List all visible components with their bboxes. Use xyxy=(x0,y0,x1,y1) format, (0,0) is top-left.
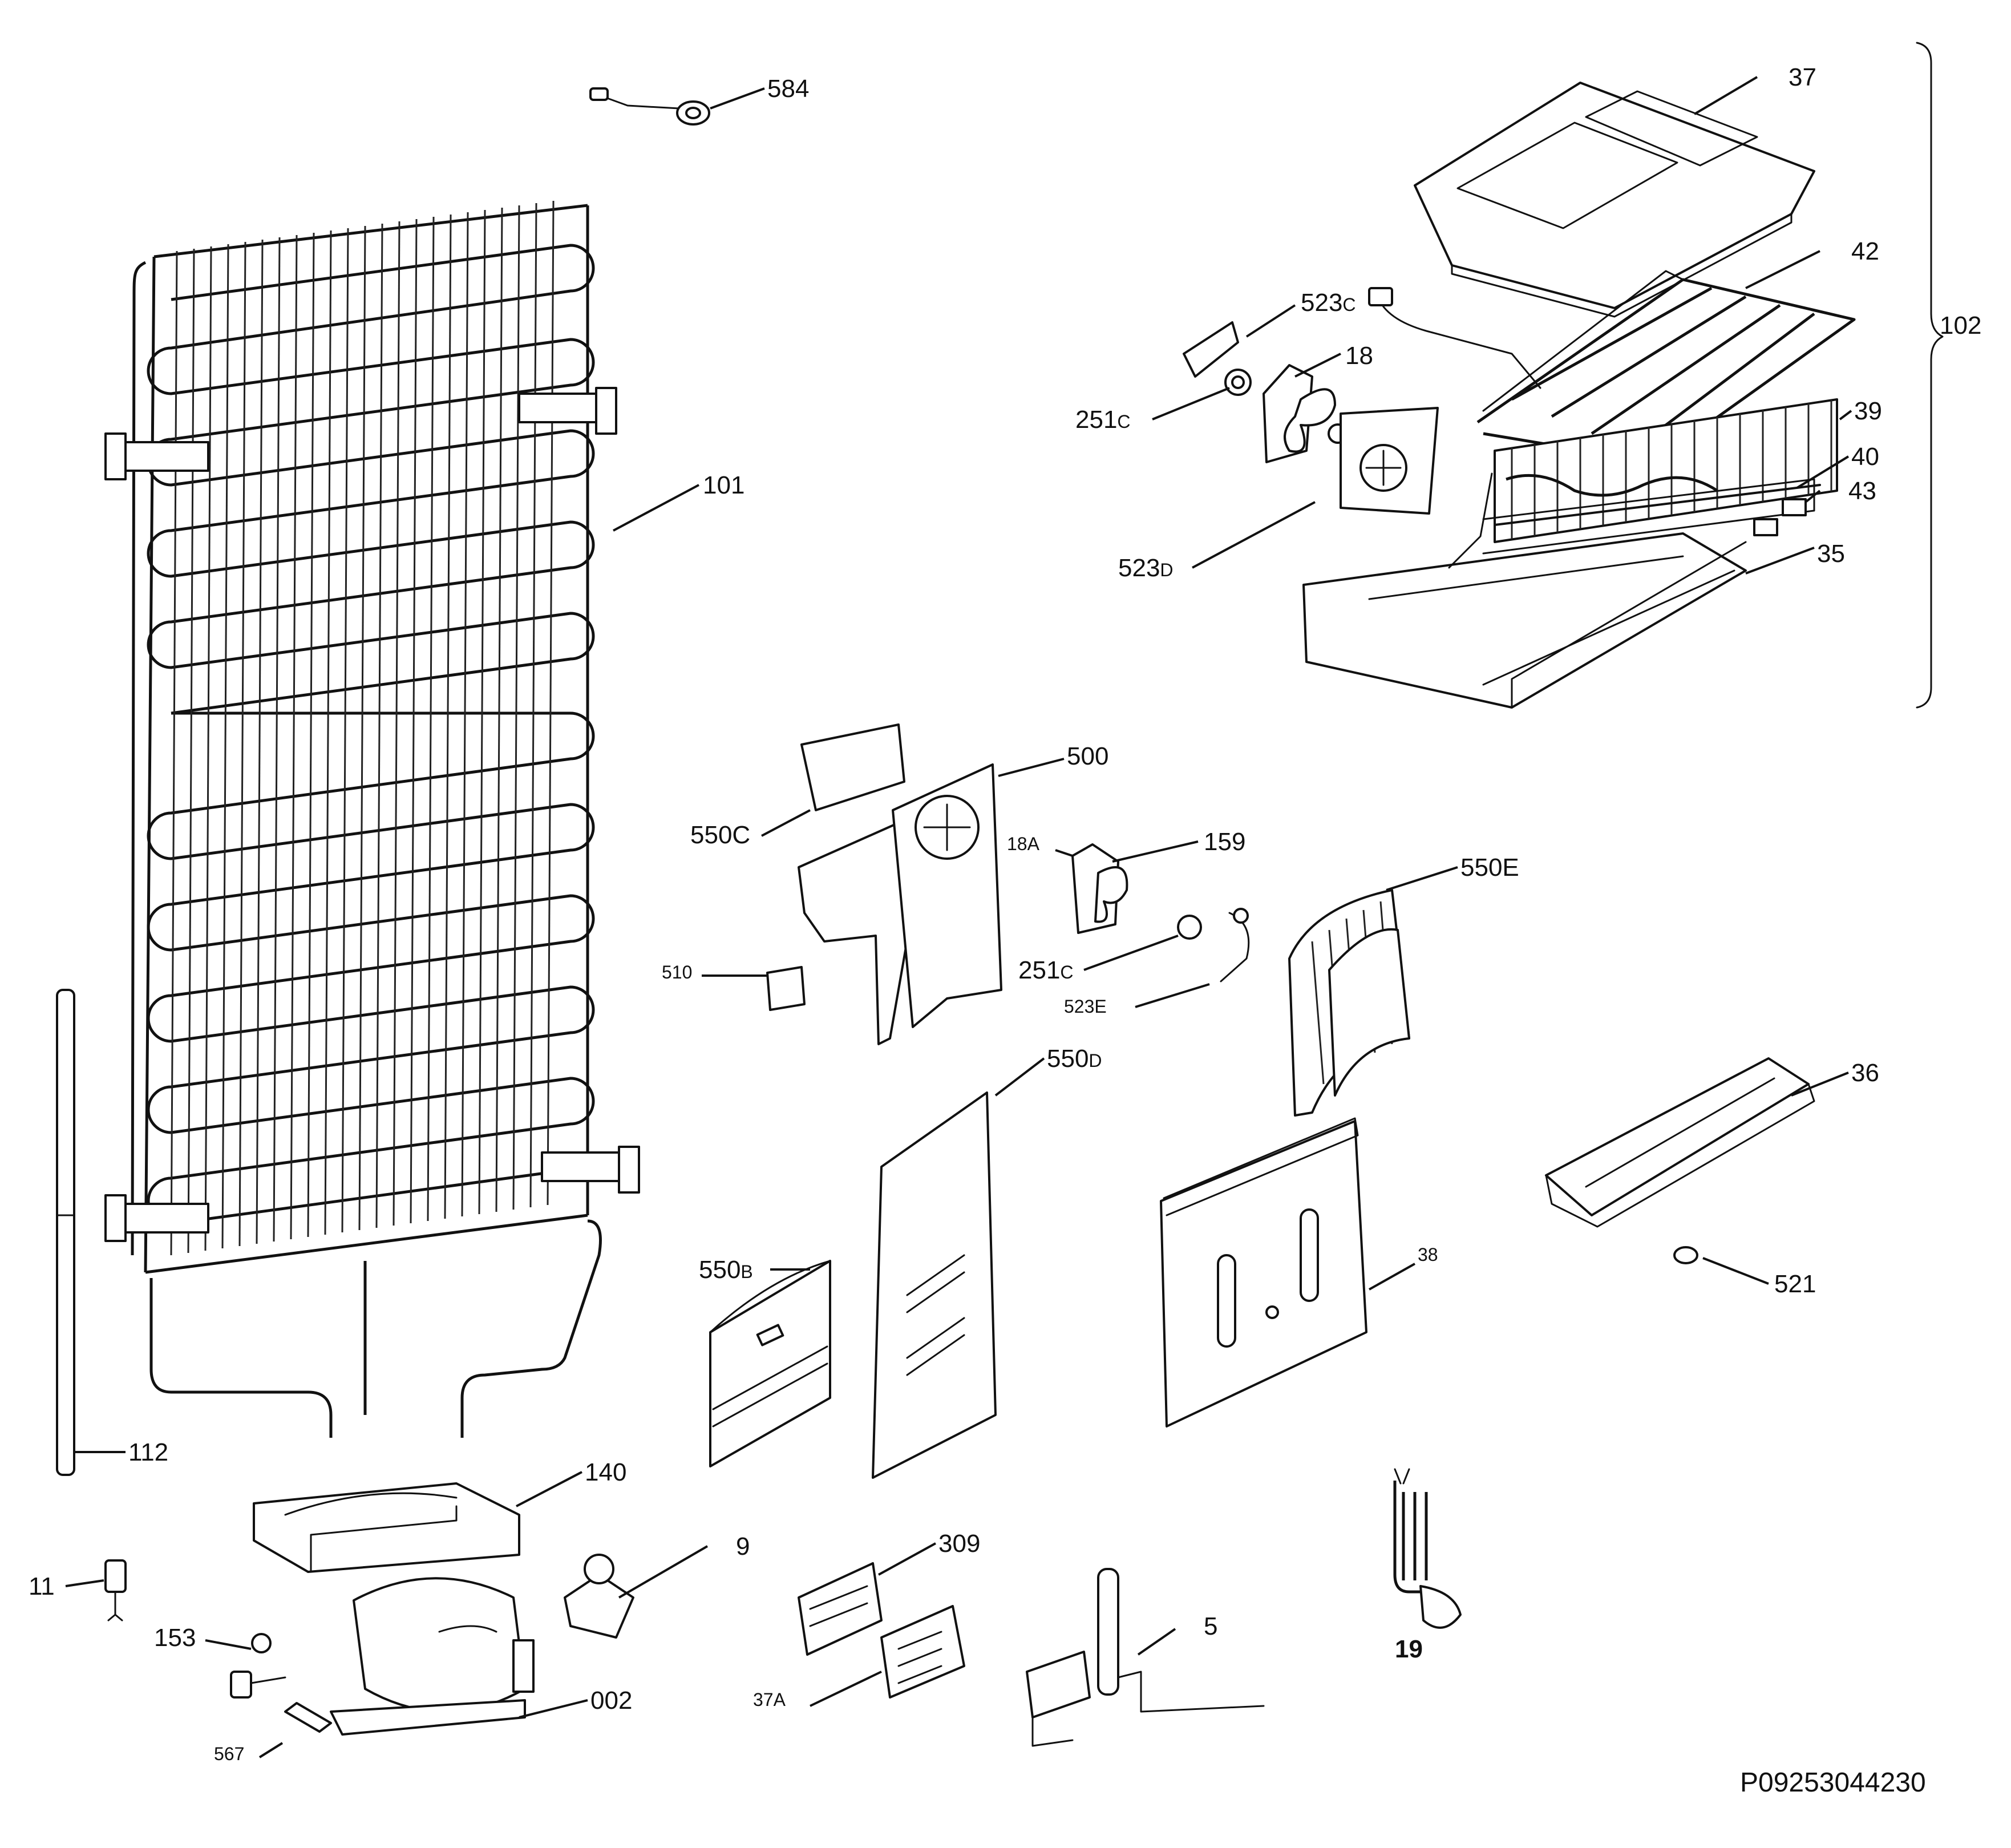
label-251c-top: 251C xyxy=(1075,406,1131,434)
label-37: 37 xyxy=(1789,63,1816,91)
label-002: 002 xyxy=(590,1687,632,1714)
evaporator-assembly-102 xyxy=(1302,42,1944,709)
label-550c: 550C xyxy=(690,821,750,849)
tube-part-112 xyxy=(56,989,75,1476)
label-521: 521 xyxy=(1774,1270,1816,1298)
label-550d: 550D xyxy=(1047,1045,1102,1073)
partition-panel-part-38 xyxy=(1160,1117,1367,1428)
valve-part-153 xyxy=(230,1633,286,1699)
solenoid-valve-part-5 xyxy=(1026,1568,1265,1747)
rail-part-36 xyxy=(1545,1057,1815,1228)
label-43: 43 xyxy=(1848,477,1876,505)
compressor-part-002 xyxy=(330,1577,535,1736)
label-18: 18 xyxy=(1345,342,1373,370)
capacitor-part-11 xyxy=(104,1559,127,1621)
label-39: 39 xyxy=(1854,397,1882,425)
label-102: 102 xyxy=(1940,312,1981,339)
label-309: 309 xyxy=(938,1530,980,1558)
control-module-part-37a xyxy=(880,1605,965,1699)
fan-duct-part-500 xyxy=(766,723,1002,1045)
label-523d: 523D xyxy=(1118,554,1174,582)
label-584: 584 xyxy=(767,75,809,103)
label-159: 159 xyxy=(1204,828,1245,856)
label-550b: 550B xyxy=(699,1256,753,1284)
label-37a: 37A xyxy=(753,1689,786,1710)
cover-part-550b xyxy=(709,1260,831,1467)
relay-part-9 xyxy=(564,1554,634,1639)
label-101: 101 xyxy=(703,471,744,499)
label-550e: 550E xyxy=(1460,854,1519,881)
label-19: 19 xyxy=(1395,1635,1423,1663)
label-112: 112 xyxy=(128,1438,168,1466)
label-40: 40 xyxy=(1851,443,1879,471)
grille-part-550e xyxy=(1288,889,1410,1117)
reference-code: P09253044230 xyxy=(1740,1768,1926,1798)
label-38: 38 xyxy=(1418,1244,1438,1265)
label-523e: 523E xyxy=(1064,996,1107,1017)
control-board-part-309 xyxy=(798,1562,883,1656)
label-251c-mid: 251C xyxy=(1018,956,1074,984)
rear-panel-part-550d xyxy=(872,1091,997,1479)
tray-part-140 xyxy=(253,1482,520,1573)
sensor-part-584 xyxy=(589,87,710,126)
label-500: 500 xyxy=(1067,742,1108,770)
label-567: 567 xyxy=(214,1744,244,1764)
label-35: 35 xyxy=(1817,540,1845,568)
label-523c: 523C xyxy=(1301,289,1356,317)
fan-motor-part-159 xyxy=(1071,843,1250,982)
label-140: 140 xyxy=(585,1458,626,1486)
plate-part-567 xyxy=(284,1702,332,1733)
label-510: 510 xyxy=(662,962,692,982)
label-42: 42 xyxy=(1851,237,1879,265)
label-153: 153 xyxy=(154,1624,196,1652)
condenser-part-101 xyxy=(104,200,640,1438)
label-18a: 18A xyxy=(1007,834,1040,854)
fan-motor-part-18 xyxy=(1183,321,1439,515)
label-9: 9 xyxy=(736,1532,750,1560)
label-36: 36 xyxy=(1851,1059,1879,1087)
label-5: 5 xyxy=(1204,1612,1217,1640)
o-ring-part-521 xyxy=(1673,1246,1698,1264)
heater-cable-part-19 xyxy=(1393,1468,1462,1629)
label-11: 11 xyxy=(29,1572,55,1600)
